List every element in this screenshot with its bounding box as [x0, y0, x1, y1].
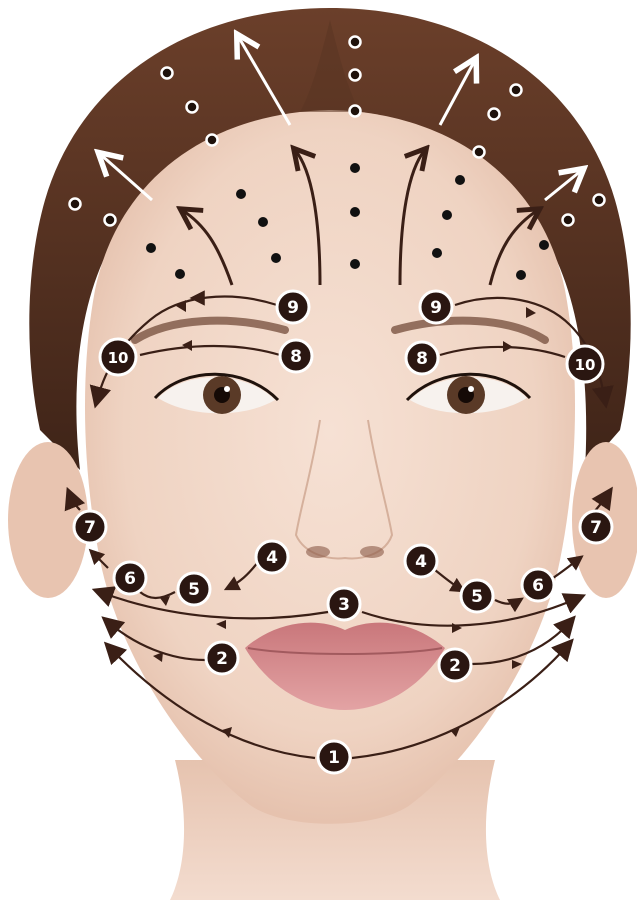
point [350, 106, 361, 117]
step-badge-label: 9 [430, 298, 442, 318]
point [70, 199, 81, 210]
point [489, 109, 500, 120]
step-badge-label: 5 [471, 587, 483, 607]
step-badge-2b: 2 [439, 649, 471, 681]
point [258, 217, 268, 227]
step-badge-label: 8 [416, 349, 428, 369]
point [442, 210, 452, 220]
point [350, 259, 360, 269]
right-nostril [360, 546, 384, 558]
step-badge-8b: 8 [406, 342, 438, 374]
point [207, 135, 218, 146]
step-badge-label: 3 [338, 595, 350, 615]
point [516, 270, 526, 280]
point [236, 189, 246, 199]
point [474, 147, 485, 158]
step-badge-label: 10 [575, 356, 596, 374]
step-badge-7b: 7 [580, 511, 612, 543]
step-badge-label: 7 [590, 518, 602, 538]
step-badge-label: 6 [124, 569, 136, 589]
step-badge-6a: 6 [114, 562, 146, 594]
step-badge-10b: 10 [567, 346, 603, 382]
step-badge-label: 9 [287, 298, 299, 318]
step-badge-9b: 9 [420, 291, 452, 323]
point [187, 102, 198, 113]
step-badge-3: 3 [328, 588, 360, 620]
point [350, 70, 361, 81]
point [105, 215, 116, 226]
step-badge-1: 1 [318, 741, 350, 773]
step-badge-4b: 4 [405, 545, 437, 577]
point [350, 37, 361, 48]
point [432, 248, 442, 258]
step-badge-4a: 4 [256, 541, 288, 573]
step-badge-label: 2 [216, 649, 228, 669]
step-badge-label: 1 [328, 748, 340, 768]
point [146, 243, 156, 253]
step-badge-5b: 5 [461, 580, 493, 612]
point [539, 240, 549, 250]
step-badge-6b: 6 [522, 569, 554, 601]
point [455, 175, 465, 185]
step-badge-label: 4 [415, 552, 427, 572]
point [511, 85, 522, 96]
step-badge-label: 2 [449, 656, 461, 676]
step-badge-label: 6 [532, 576, 544, 596]
step-badge-2a: 2 [206, 642, 238, 674]
step-badge-label: 7 [84, 518, 96, 538]
step-badge-10a: 10 [100, 339, 136, 375]
point [350, 207, 360, 217]
point [350, 163, 360, 173]
step-badge-label: 10 [108, 349, 129, 367]
point [594, 195, 605, 206]
step-badge-8a: 8 [280, 340, 312, 372]
point [162, 68, 173, 79]
point [271, 253, 281, 263]
step-badge-label: 8 [290, 347, 302, 367]
step-badge-7a: 7 [74, 511, 106, 543]
step-badge-9a: 9 [277, 291, 309, 323]
step-badge-label: 4 [266, 548, 278, 568]
step-badge-label: 5 [188, 580, 200, 600]
point [175, 269, 185, 279]
point [563, 215, 574, 226]
step-badge-5a: 5 [178, 573, 210, 605]
left-nostril [306, 546, 330, 558]
